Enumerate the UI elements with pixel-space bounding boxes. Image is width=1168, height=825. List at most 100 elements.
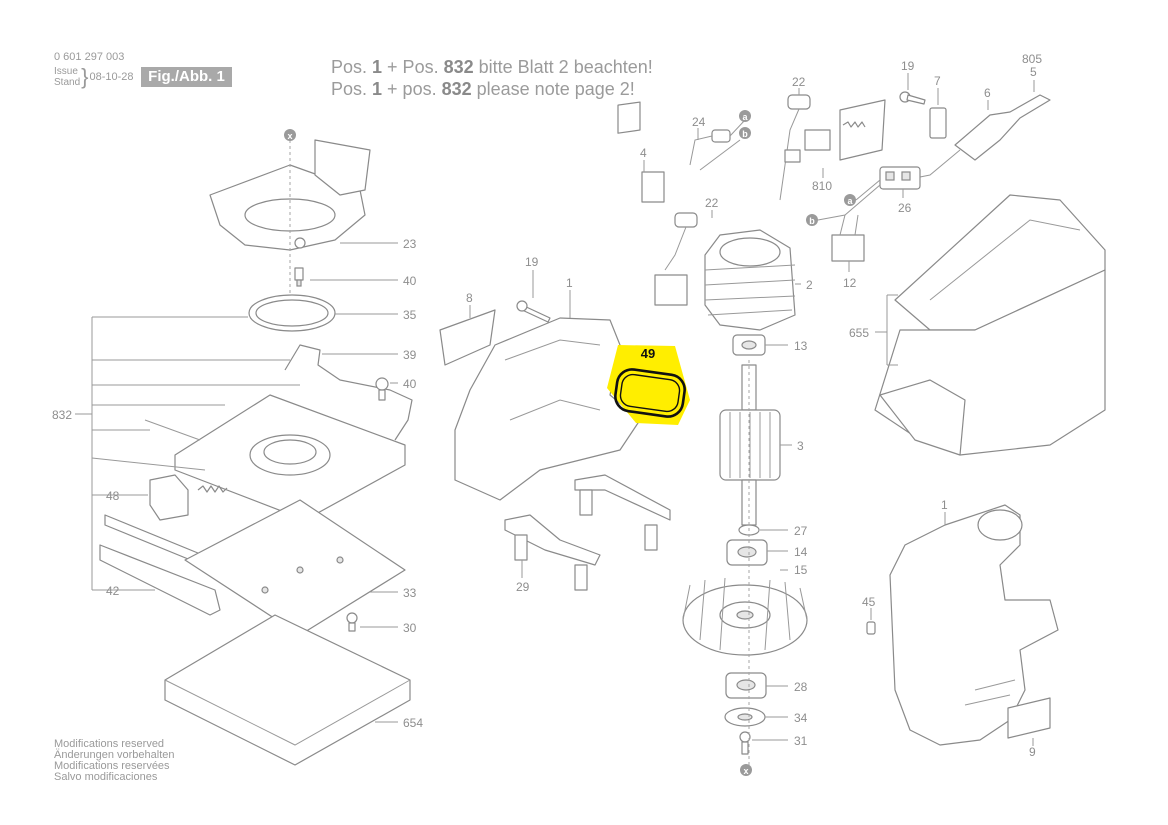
part-48-clamp[interactable] <box>149 474 228 521</box>
label-832: 832 <box>52 408 72 422</box>
label-655: 655 <box>849 326 869 340</box>
part-19-screw[interactable] <box>899 91 926 105</box>
part-35-seal-ring[interactable] <box>248 294 336 332</box>
x-marker-label: x <box>287 131 292 141</box>
part-8-label-plate[interactable] <box>439 309 496 366</box>
label-7: 7 <box>934 74 941 88</box>
part-24-capacitor[interactable] <box>689 119 746 171</box>
note-pos-number: 1 <box>372 57 383 77</box>
part-13-bearing[interactable] <box>732 334 766 356</box>
label-40: 40 <box>403 377 417 391</box>
issue-labels: Issue Stand <box>54 66 80 88</box>
label-805: 805 <box>1022 52 1042 66</box>
part-22-suppressor[interactable] <box>664 94 811 271</box>
marker-label: a <box>742 112 748 122</box>
label-1: 1 <box>566 276 573 290</box>
brace: } <box>81 64 89 89</box>
x-marker: x <box>284 129 296 141</box>
part-26-terminal-block[interactable] <box>879 166 921 190</box>
marker-label: b <box>809 216 815 226</box>
label-39: 39 <box>403 348 417 362</box>
part-23-dust-cover[interactable] <box>209 139 371 251</box>
wire-marker-a: a <box>739 110 751 122</box>
label-654: 654 <box>403 716 423 730</box>
figure-label: Fig./Abb. 1 <box>141 67 232 87</box>
part-40-screw[interactable] <box>294 267 304 287</box>
x-marker-label: x <box>743 766 748 776</box>
part-28-bearing[interactable] <box>725 672 767 699</box>
label-12: 12 <box>843 276 857 290</box>
highlight-marker <box>607 345 690 425</box>
label-31: 31 <box>794 734 808 748</box>
part-2-field-coil[interactable] <box>654 229 796 331</box>
part-12-capacitor[interactable] <box>831 214 865 262</box>
part-39-wire-clip[interactable] <box>284 344 413 441</box>
note-german: Pos. 1 + Pos. 832 bitte Blatt 2 beachten… <box>331 57 653 78</box>
part-33-pad-plate[interactable] <box>184 499 406 636</box>
part-34-eccentric[interactable] <box>724 707 766 727</box>
note-text: Pos. <box>331 79 373 99</box>
notice-line: Modifications reservées <box>54 760 170 772</box>
part-655-dust-box[interactable] <box>874 194 1106 456</box>
modifications-notice: Modifications reserved Änderungen vorbeh… <box>54 739 174 783</box>
label-19: 19 <box>901 59 915 73</box>
label-29: 29 <box>516 580 530 594</box>
label-33: 33 <box>403 586 417 600</box>
label-15: 15 <box>794 563 808 577</box>
label-49: 49 <box>641 346 655 361</box>
stand-label: Stand <box>54 77 81 88</box>
part-832-base-plate[interactable] <box>144 394 406 521</box>
x-marker: x <box>740 764 752 776</box>
part-7-cable-clamp[interactable] <box>929 107 947 139</box>
part-4-switch[interactable] <box>617 101 665 203</box>
label-4: 4 <box>640 146 647 160</box>
label-23: 23 <box>403 237 417 251</box>
part-1-housing-half[interactable] <box>889 504 1059 746</box>
part-3-armature[interactable] <box>719 364 781 526</box>
label-24: 24 <box>692 115 706 129</box>
label-6: 6 <box>984 86 991 100</box>
part-30-screw[interactable] <box>346 612 358 632</box>
wire-marker-a: a <box>844 194 856 206</box>
part-654-sanding-pad[interactable] <box>164 614 411 766</box>
part-19-screw[interactable] <box>516 300 551 323</box>
marker-label: a <box>847 196 853 206</box>
note-text: + pos. <box>382 79 442 99</box>
note-pos-number: 1 <box>372 79 383 99</box>
note-pos-number: 832 <box>443 57 474 77</box>
part-31-screw[interactable] <box>739 731 751 755</box>
note-text: Pos. <box>331 57 373 77</box>
wire-marker-b: b <box>739 127 751 139</box>
note-pos-number: 832 <box>441 79 472 99</box>
notice-line: Modifications reserved <box>54 738 165 750</box>
label-13: 13 <box>794 339 808 353</box>
part-810-switch-assembly[interactable] <box>784 99 886 163</box>
notice-line: Änderungen vorbehalten <box>54 749 175 761</box>
document-number: 0 601 297 003 <box>54 51 125 63</box>
label-40: 40 <box>403 274 417 288</box>
part-6-power-cord[interactable] <box>904 94 1051 181</box>
label-30: 30 <box>403 621 417 635</box>
part-14-bearing[interactable] <box>726 539 768 566</box>
note-text: + Pos. <box>382 57 444 77</box>
part-15-fan[interactable] <box>682 577 808 656</box>
label-14: 14 <box>794 545 808 559</box>
label-3: 3 <box>797 439 804 453</box>
label-42: 42 <box>106 584 120 598</box>
note-text: please note page 2! <box>471 79 635 99</box>
label-34: 34 <box>794 711 808 725</box>
part-49-highlight[interactable]: 49 <box>607 345 690 425</box>
label-26: 26 <box>898 201 912 215</box>
note-english: Pos. 1 + pos. 832 please note page 2! <box>331 79 635 100</box>
part-40-screw[interactable] <box>375 377 389 401</box>
notice-line: Salvo modificaciones <box>54 771 158 783</box>
label-810: 810 <box>812 179 832 193</box>
part-29-support-feet[interactable] <box>504 474 671 591</box>
label-8: 8 <box>466 291 473 305</box>
marker-label: b <box>742 129 748 139</box>
issue-date: 08-10-28 <box>89 71 134 83</box>
part-9-label[interactable] <box>1007 697 1051 739</box>
part-42-clamp-lever[interactable] <box>99 514 221 616</box>
part-45-screw[interactable] <box>866 621 876 635</box>
